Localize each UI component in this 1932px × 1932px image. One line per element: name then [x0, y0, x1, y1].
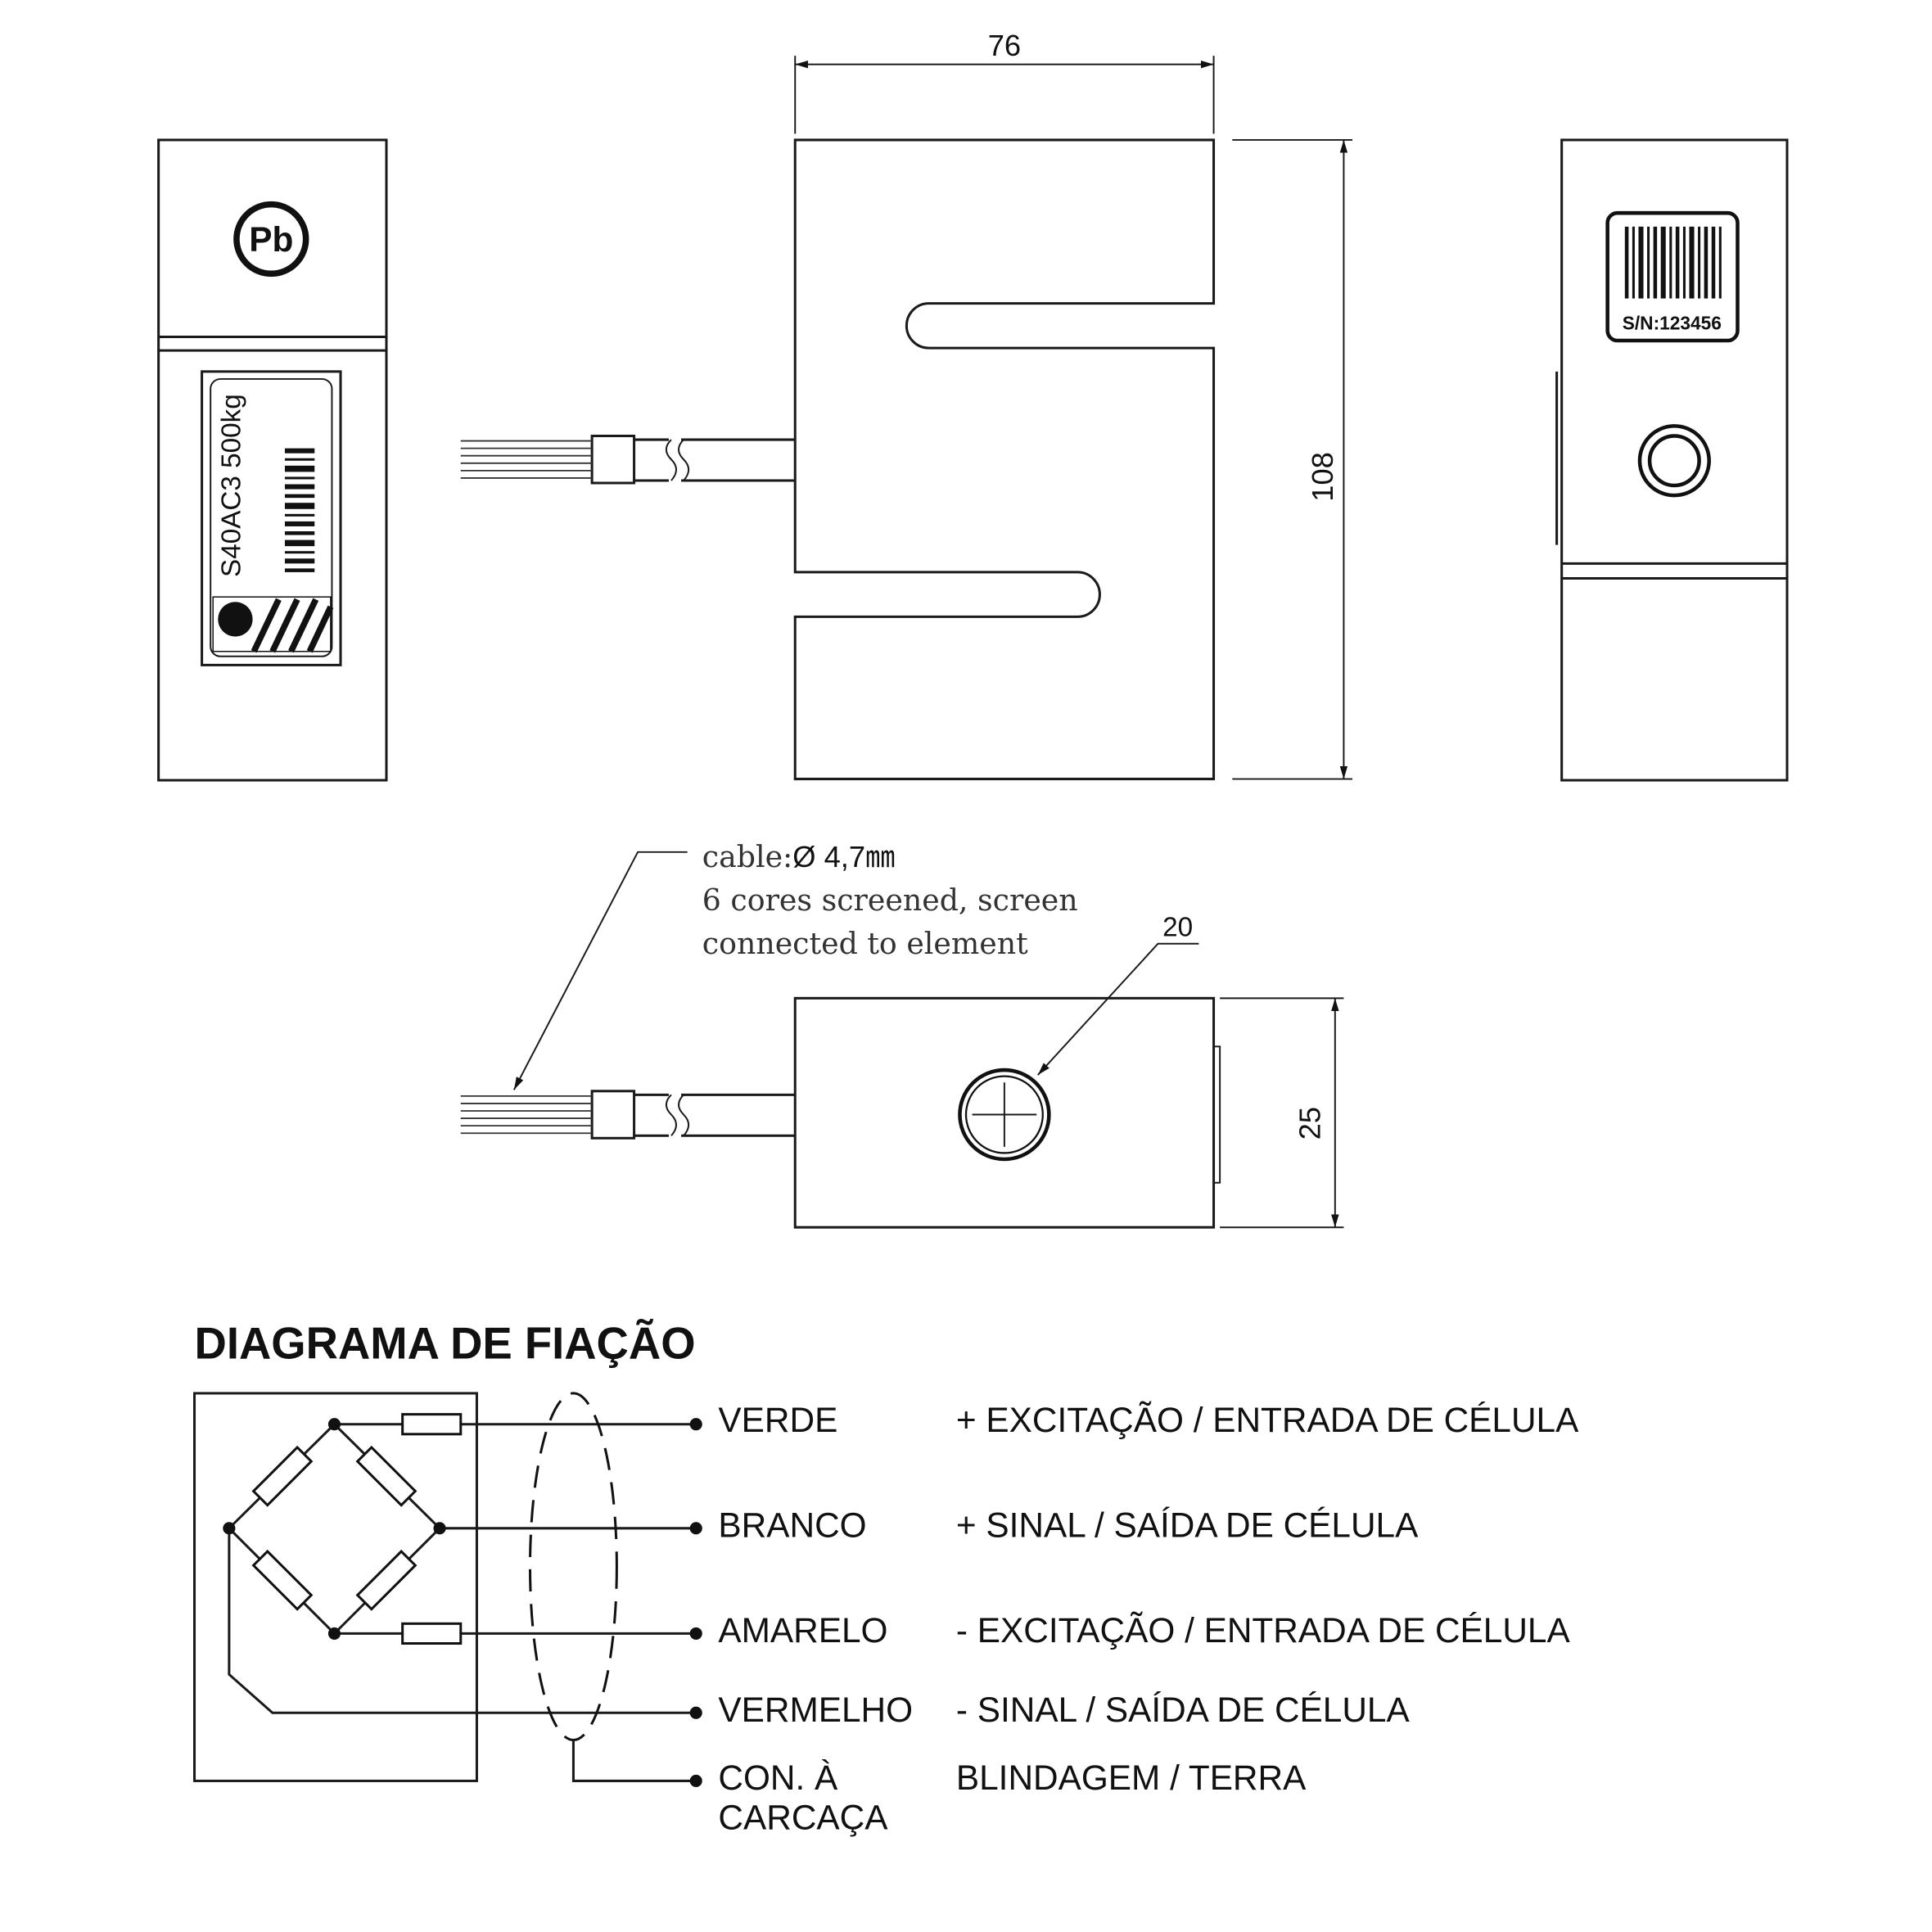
model-label: S40AC3 500kg: [201, 370, 342, 666]
serial-label: S/N:123456: [1605, 210, 1740, 343]
svg-text:connected to element: connected to element: [702, 926, 1028, 961]
svg-text:Pb: Pb: [249, 220, 293, 259]
wheatstone-bridge: [227, 1422, 442, 1636]
wire-color-label: BRANCO: [718, 1505, 866, 1544]
barcode-icon: [284, 448, 315, 572]
wiring-title: DIAGRAMA DE FIAÇÃO: [195, 1319, 696, 1369]
wiring-diagram: DIAGRAMA DE FIAÇÃO VERDE +: [192, 1319, 1579, 1836]
hatch-pattern-icon: [212, 596, 334, 653]
front-view: 76 108: [460, 29, 1352, 781]
wire-color-label: CARCAÇA: [718, 1798, 888, 1836]
cable-top: [460, 435, 796, 485]
cable-note: cable:Ø 4,7㎜ 6 cores screened, screen co…: [512, 839, 1078, 1090]
thread-dimension: 20: [1162, 913, 1193, 943]
svg-text:76: 76: [988, 29, 1021, 62]
dimension-height: 108: [1232, 138, 1352, 780]
model-label-text: S40AC3 500kg: [216, 394, 246, 577]
wire-function-label: + SINAL / SAÍDA DE CÉLULA: [956, 1505, 1419, 1544]
mounting-hole-icon: [1637, 424, 1711, 498]
bottom-view: 20 25: [460, 913, 1344, 1229]
svg-text:108: 108: [1306, 452, 1339, 502]
wire-color-label: VERMELHO: [718, 1690, 913, 1729]
barcode-icon: [1624, 226, 1722, 299]
svg-text:S/N:123456: S/N:123456: [1623, 312, 1722, 333]
svg-text:25: 25: [1293, 1107, 1327, 1140]
wire-color-label: AMARELO: [718, 1611, 887, 1650]
svg-text:cable:Ø 4,7㎜: cable:Ø 4,7㎜: [702, 839, 896, 874]
right-side-view: S/N:123456: [1555, 138, 1789, 782]
cable-bottom: [460, 1090, 796, 1140]
dimension-thickness: 25: [1220, 997, 1344, 1229]
wire-function-label: - EXCITAÇÃO / ENTRADA DE CÉLULA: [956, 1611, 1571, 1650]
wire-color-label: CON. À: [718, 1758, 838, 1797]
wire-color-label: VERDE: [718, 1401, 837, 1439]
wire-function-label: + EXCITAÇÃO / ENTRADA DE CÉLULA: [956, 1401, 1579, 1439]
threaded-hole-icon: [958, 1068, 1051, 1162]
svg-text:6 cores screened, screen: 6 cores screened, screen: [702, 882, 1078, 918]
cable-shield: [528, 1392, 618, 1742]
wire-function-label: - SINAL / SAÍDA DE CÉLULA: [956, 1690, 1411, 1729]
dimension-width: 76: [794, 29, 1215, 134]
left-side-view: Pb S40AC3 500kg: [157, 138, 388, 782]
pb-free-logo: Pb: [233, 201, 309, 278]
wire-function-label: BLINDAGEM / TERRA: [956, 1758, 1307, 1797]
